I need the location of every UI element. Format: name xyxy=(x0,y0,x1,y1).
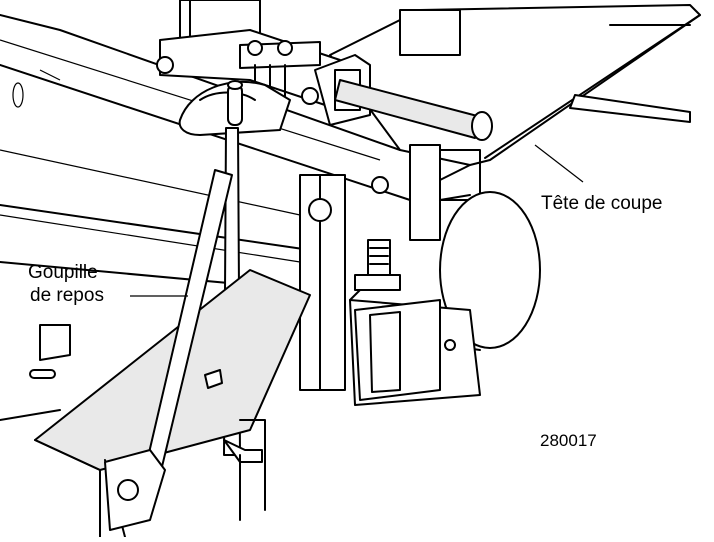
rest-pin-label-line1: Goupille xyxy=(28,262,98,283)
adjusting-bolt xyxy=(354,239,401,291)
cutting-head-label: Tête de coupe xyxy=(541,193,662,214)
nut-icon xyxy=(301,87,319,105)
nut-icon xyxy=(156,56,174,74)
support-plate xyxy=(299,174,389,391)
cutting-head xyxy=(329,4,701,241)
bolt-icon xyxy=(117,479,139,501)
bolt-icon xyxy=(247,40,263,56)
bolt-icon xyxy=(371,176,389,194)
lower-bracket xyxy=(349,289,481,406)
pin-plate xyxy=(178,80,291,136)
figure-number: 280017 xyxy=(540,431,597,450)
bolt-icon xyxy=(308,198,332,222)
cutting-head-leader xyxy=(534,144,584,183)
bolt-icon xyxy=(277,40,293,56)
horizontal-tube xyxy=(334,79,493,141)
leader-lines xyxy=(130,144,584,297)
rest-pin-label-line2: de repos xyxy=(30,285,104,306)
foot-plate xyxy=(104,419,266,531)
